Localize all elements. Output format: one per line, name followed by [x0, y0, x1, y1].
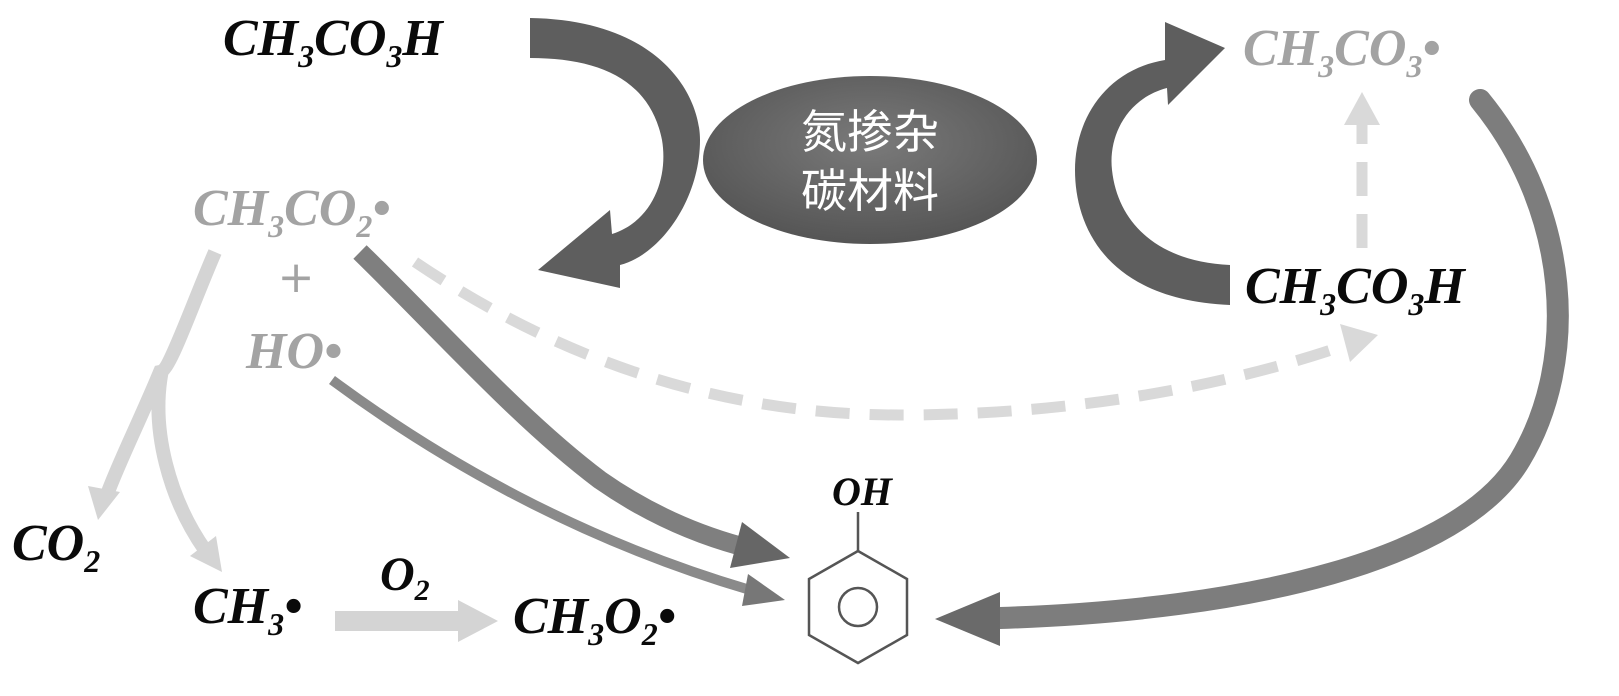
acetylperoxyl-radical-label: CH3CO3• [1243, 20, 1441, 84]
acetyloxyl-radical-label: CH3CO2• [193, 180, 391, 244]
phenol-structure: OH [807, 469, 909, 665]
right-curved-ribbon-arrow [1075, 22, 1230, 305]
co2-label: CO2 [12, 515, 100, 579]
arrow-hydroxyl-to-phenol [329, 375, 785, 606]
phenol-oh-label: OH [832, 469, 894, 514]
dashed-arrow-up [1344, 92, 1380, 248]
plus-sign: + [278, 252, 315, 303]
methylperoxyl-radical-label: CH3O2• [513, 588, 676, 652]
dashed-arrow-to-peracid [411, 257, 1378, 421]
hydroxyl-radical-label: HO• [245, 323, 342, 380]
catalyst-ellipse: 氮掺杂 碳材料 [703, 76, 1037, 244]
arrow-methyl-to-methylperoxyl [335, 600, 498, 642]
decay-arrows [88, 249, 222, 572]
methyl-radical-label: CH3• [193, 578, 302, 642]
arrow-acetyloxyl-to-phenol [353, 245, 790, 568]
arc-arrow-to-phenol [935, 89, 1569, 646]
peracetic-acid-top-label: CH3CO3H [223, 10, 444, 74]
left-curved-ribbon-arrow [530, 18, 700, 288]
catalyst-label-line1: 氮掺杂 [801, 105, 939, 159]
oxygen-label: O2 [380, 548, 430, 607]
peracetic-acid-right-label: CH3CO3H [1245, 258, 1466, 322]
catalyst-label-line2: 碳材料 [801, 164, 939, 218]
